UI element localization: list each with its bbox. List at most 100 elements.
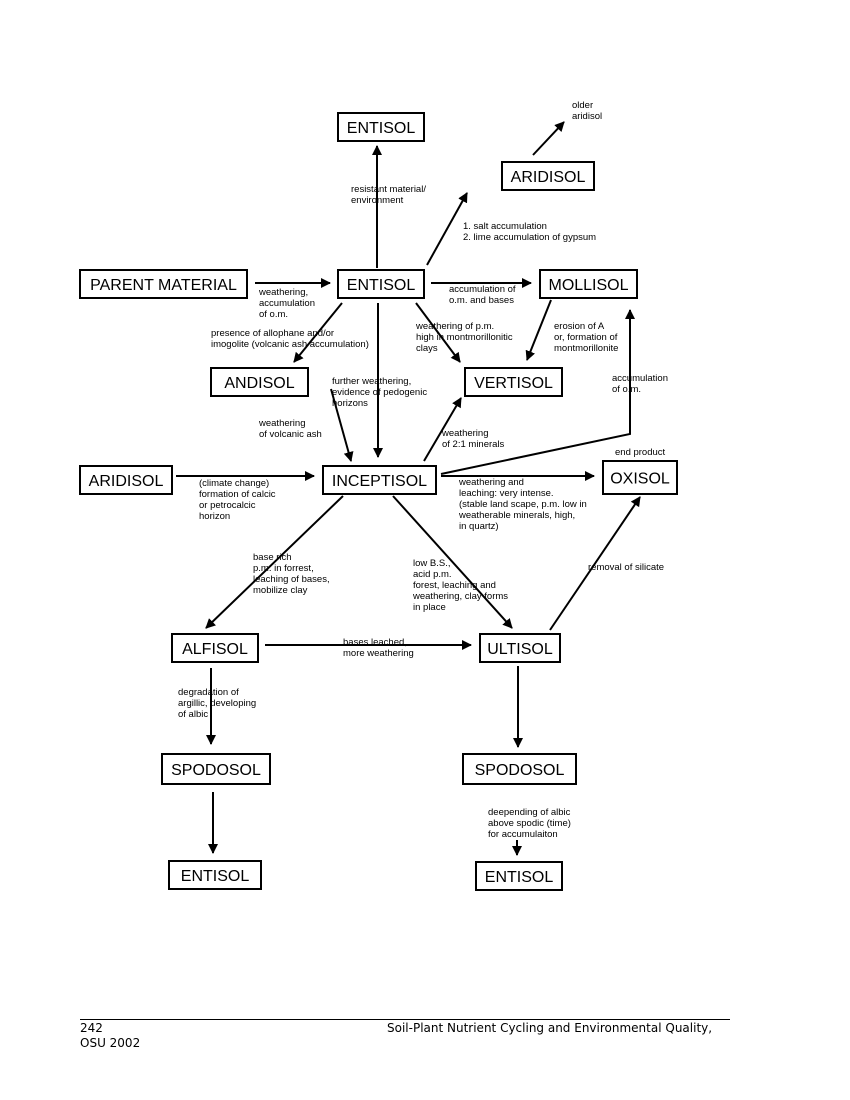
node-label: ENTISOL [347, 277, 416, 294]
footer-rule [80, 1019, 730, 1020]
node-entisol-bottom-right: ENTISOL [475, 861, 563, 891]
node-entisol-top: ENTISOL [337, 112, 425, 142]
label-line: removal of silicate [588, 562, 664, 573]
label-line: of o.m. [612, 384, 641, 395]
node-label: ENTISOL [485, 869, 554, 886]
label-line: accumulation [612, 373, 668, 384]
label-line: presence of allophane and/or [211, 328, 334, 339]
label-line: end product [615, 447, 666, 458]
label-line: bases leached, [343, 637, 407, 648]
arrow-17 [549, 496, 641, 631]
label-line: o.m. and bases [449, 295, 514, 306]
node-box [161, 753, 271, 785]
label-line: weatherable minerals, high, [458, 510, 575, 521]
label-line: weathering [441, 428, 488, 439]
footer-title: Soil-Plant Nutrient Cycling and Environm… [387, 1021, 713, 1035]
node-label: ARIDISOL [511, 169, 586, 186]
label-removal-silicate: removal of silicate [588, 562, 664, 573]
label-line: of volcanic ash [259, 429, 322, 440]
node-label: ARIDISOL [89, 473, 164, 490]
label-line: aridisol [572, 111, 602, 122]
label-line: 1. salt accumulation [463, 221, 547, 232]
label-line: for accumulaiton [488, 829, 558, 840]
arrow-2 [532, 121, 565, 156]
arrow-16 [392, 495, 513, 629]
node-box [475, 861, 563, 891]
label-line: weathering of p.m. [415, 321, 494, 332]
label-line: argillic, developing [178, 698, 256, 709]
label-line: low B.S., [413, 558, 451, 569]
node-label: OXISOL [610, 471, 670, 488]
label-line: 2. lime accumulation of gypsum [463, 232, 596, 243]
arrow-8 [415, 302, 461, 363]
node-box [171, 633, 259, 663]
label-line: high in montmorillonitic [416, 332, 513, 343]
label-line: of o.m. [259, 309, 288, 320]
label-line: deepending of albic [488, 807, 571, 818]
node-box [322, 465, 437, 495]
node-parent-material: PARENT MATERIAL [79, 269, 248, 299]
label-line: accumulation [259, 298, 315, 309]
node-label: PARENT MATERIAL [90, 277, 237, 294]
label-line: horizon [199, 511, 230, 522]
node-box [602, 460, 678, 495]
label-line: of albic [178, 709, 208, 720]
node-aridisol-left: ARIDISOL [79, 465, 173, 495]
node-box [539, 269, 638, 299]
node-label: INCEPTISOL [332, 473, 427, 490]
label-line: weathering, clay forms [412, 591, 508, 602]
node-label: ANDISOL [224, 375, 294, 392]
label-resistant-material: resistant material/environment [351, 184, 426, 206]
label-line: weathering [258, 418, 305, 429]
node-spodosol-right: SPODOSOL [462, 753, 577, 785]
label-end-product: end product [615, 447, 666, 458]
arrow-12 [440, 309, 635, 475]
node-label: ULTISOL [487, 641, 553, 658]
page-number: 242 [80, 1021, 103, 1035]
node-label: ENTISOL [347, 120, 416, 137]
node-spodosol-left: SPODOSOL [161, 753, 271, 785]
node-box [79, 269, 248, 299]
node-label: ALFISOL [182, 641, 248, 658]
node-mollisol: MOLLISOL [539, 269, 638, 299]
footer-year: OSU 2002 [80, 1036, 141, 1050]
label-line: (stable land scape, p.m. low in [459, 499, 587, 510]
node-box [501, 161, 595, 191]
arrow-3 [426, 192, 468, 266]
label-line: degradation of [178, 687, 239, 698]
label-bases-leached: bases leached,more weathering [343, 637, 414, 659]
label-line: of 2:1 minerals [442, 439, 505, 450]
label-line: or, formation of [554, 332, 618, 343]
node-box [337, 269, 425, 299]
label-montmorillonitic: weathering of p.m.high in montmorillonit… [415, 321, 513, 354]
label-line: weathering and [458, 477, 524, 488]
node-box [79, 465, 173, 495]
label-line: accumulation of [449, 284, 516, 295]
arrow-10 [330, 388, 354, 462]
arrow-15 [205, 495, 344, 629]
node-label: ENTISOL [181, 868, 250, 885]
label-line: leaching of bases, [253, 574, 330, 585]
label-line: base rich [253, 552, 292, 563]
edges [176, 121, 641, 856]
node-oxisol: OXISOL [602, 460, 678, 495]
node-entisol-bottom-left: ENTISOL [168, 860, 262, 890]
label-line: mobilize clay [253, 585, 308, 596]
node-box [337, 112, 425, 142]
node-ultisol: ULTISOL [479, 633, 561, 663]
label-line: formation of calcic [199, 489, 276, 500]
node-aridisol-top: ARIDISOL [501, 161, 595, 191]
